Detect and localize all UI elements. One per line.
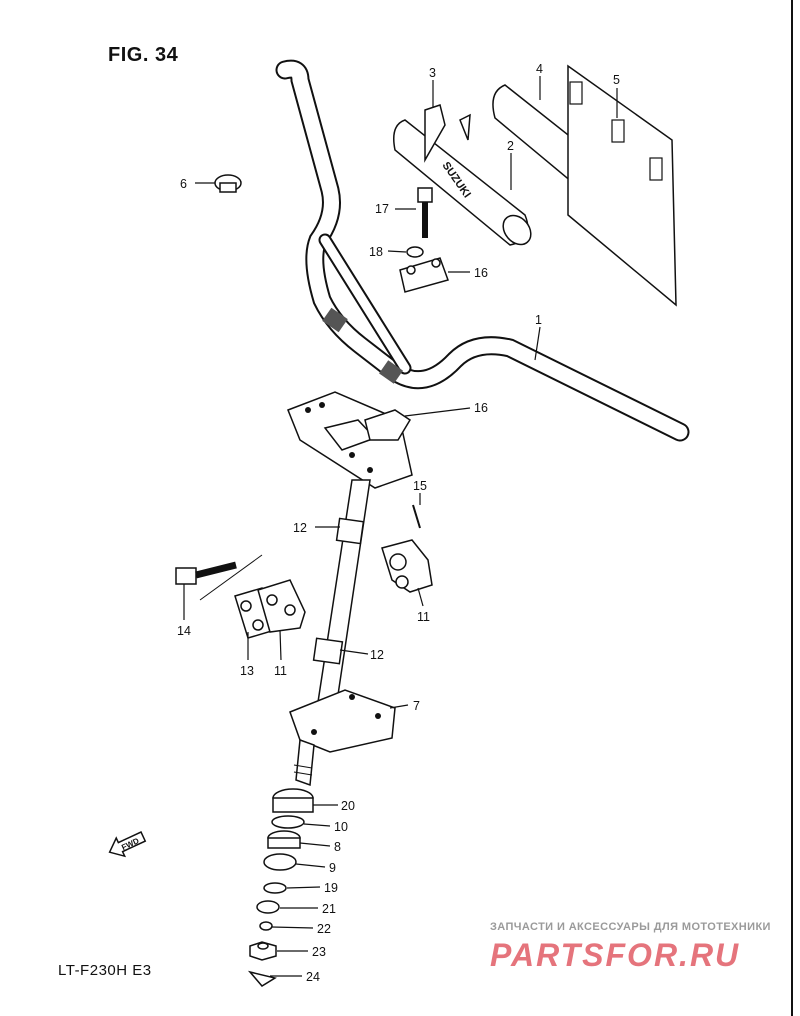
- cap-drawing: [214, 174, 242, 193]
- callout-16-lower: 16: [474, 266, 488, 280]
- callout-23: 23: [312, 945, 326, 959]
- callout-19: 19: [324, 881, 338, 895]
- callout-7: 7: [413, 699, 420, 713]
- forward-arrow: FWD: [108, 831, 147, 858]
- callout-18: 18: [369, 245, 383, 259]
- handlebar-holder-drawing: [287, 391, 413, 489]
- callout-24: 24: [306, 970, 320, 984]
- callout-20: 20: [341, 799, 355, 813]
- model-code: LT-F230H E3: [58, 962, 152, 979]
- bearing-stack-drawing: [247, 788, 314, 987]
- holder-plate-drawing: [234, 579, 306, 639]
- label-sheet-drawing: [567, 64, 677, 307]
- watermark-caption: ЗАПЧАСТИ И АКСЕССУАРЫ ДЛЯ МОТОТЕХНИКИ: [490, 921, 771, 933]
- callout-14: 14: [177, 624, 191, 638]
- forward-arrow-label: FWD: [120, 836, 141, 852]
- handlebar-drawing: [275, 59, 690, 442]
- steering-stem-drawing: [312, 479, 421, 716]
- callout-13: 13: [240, 664, 254, 678]
- callout-10: 10: [334, 820, 348, 834]
- callout-16-upper: 16: [474, 401, 488, 415]
- handlebar-pad-drawing: SUZUKI: [393, 104, 532, 246]
- callout-6: 6: [180, 177, 187, 191]
- callout-12-upper: 12: [293, 521, 307, 535]
- callout-12-lower: 12: [370, 648, 384, 662]
- callout-11-left: 11: [274, 664, 287, 678]
- callout-21: 21: [322, 902, 336, 916]
- callout-5: 5: [613, 73, 620, 87]
- stem-holder-drawing: [381, 539, 433, 593]
- callout-22: 22: [317, 922, 331, 936]
- figure-title: FIG. 34: [108, 44, 179, 66]
- bolt-drawing: [175, 554, 263, 601]
- leader-lines: [183, 76, 618, 977]
- watermark-logo: PARTSFOR.RU: [490, 937, 740, 973]
- callout-1: 1: [535, 313, 542, 327]
- watermark-logo-text: PARTSFOR.RU: [490, 937, 740, 973]
- callout-17: 17: [375, 202, 389, 216]
- callout-labels: 1 2 3 4 5 6 7 8 9 10 11 11 12 12 13 14 1…: [177, 62, 620, 984]
- callout-9: 9: [329, 861, 336, 875]
- callout-15: 15: [413, 479, 427, 493]
- callout-8: 8: [334, 840, 341, 854]
- holder-bolt-drawing: [399, 187, 449, 293]
- callout-3: 3: [429, 66, 436, 80]
- callout-11: 11: [417, 610, 430, 624]
- callout-4: 4: [536, 62, 543, 76]
- callout-2: 2: [507, 139, 514, 153]
- stem-plate-drawing: [289, 689, 396, 787]
